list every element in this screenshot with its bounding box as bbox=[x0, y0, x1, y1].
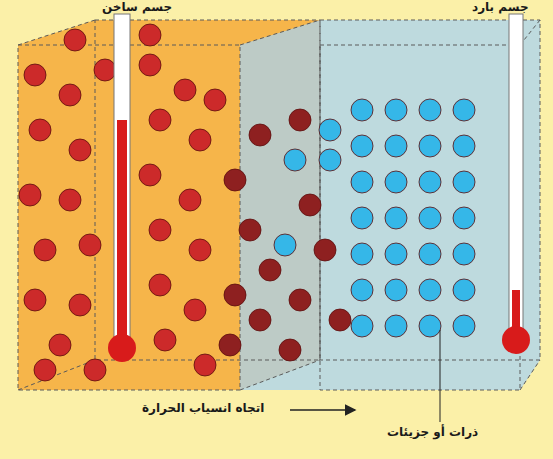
cold-particle bbox=[385, 171, 407, 193]
hot-particle bbox=[59, 84, 81, 106]
cold-particle bbox=[284, 149, 306, 171]
hot-particle bbox=[139, 24, 161, 46]
hot-particle bbox=[34, 359, 56, 381]
hot-particle bbox=[79, 234, 101, 256]
hot-particle bbox=[69, 139, 91, 161]
warm-particle bbox=[299, 194, 321, 216]
hot-particle bbox=[64, 29, 86, 51]
cold-thermometer bbox=[502, 14, 530, 354]
cold-particle bbox=[351, 99, 373, 121]
heat-flow-label: اتجاه انسياب الحرارة bbox=[140, 401, 266, 415]
hot-particle bbox=[139, 164, 161, 186]
hot-thermometer bbox=[108, 14, 136, 362]
warm-particle bbox=[224, 169, 246, 191]
hot-particle bbox=[139, 54, 161, 76]
hot-particle bbox=[189, 129, 211, 151]
hot-particle bbox=[149, 219, 171, 241]
hot-particle bbox=[149, 109, 171, 131]
cold-particle bbox=[385, 315, 407, 337]
cold-particle bbox=[319, 119, 341, 141]
cold-particle bbox=[419, 279, 441, 301]
cold-particle bbox=[453, 243, 475, 265]
warm-particle bbox=[289, 109, 311, 131]
cold-particle bbox=[419, 207, 441, 229]
cold-particle bbox=[385, 135, 407, 157]
cold-particle bbox=[385, 243, 407, 265]
cold-body bbox=[240, 20, 540, 390]
warm-particle bbox=[249, 124, 271, 146]
warm-particle bbox=[219, 334, 241, 356]
box-edges bbox=[18, 20, 540, 390]
leader-line bbox=[440, 330, 441, 422]
cold-particle bbox=[385, 207, 407, 229]
warm-particle bbox=[259, 259, 281, 281]
warm-particle bbox=[329, 309, 351, 331]
cold-particle bbox=[453, 135, 475, 157]
cold-particle bbox=[419, 243, 441, 265]
hot-particle bbox=[174, 79, 196, 101]
warm-particle bbox=[249, 309, 271, 331]
cold-particle bbox=[351, 243, 373, 265]
cold-particle bbox=[319, 149, 341, 171]
hot-particle bbox=[204, 89, 226, 111]
particles-label: ذرات أو جزيئات bbox=[385, 425, 480, 439]
cold-particle bbox=[453, 99, 475, 121]
hot-particle bbox=[19, 184, 41, 206]
hot-particle bbox=[94, 59, 116, 81]
warm-particle bbox=[289, 289, 311, 311]
cold-particle bbox=[351, 171, 373, 193]
cold-particle bbox=[419, 315, 441, 337]
hot-particle bbox=[189, 239, 211, 261]
cold-particle bbox=[385, 99, 407, 121]
hot-particle bbox=[69, 294, 91, 316]
cold-particle bbox=[453, 279, 475, 301]
cold-particle bbox=[351, 135, 373, 157]
cold-particle bbox=[274, 234, 296, 256]
cold-particle bbox=[453, 171, 475, 193]
cold-body-label: جسم بارد bbox=[470, 0, 531, 14]
hot-particle bbox=[34, 239, 56, 261]
hot-particle bbox=[49, 334, 71, 356]
hot-particle bbox=[149, 274, 171, 296]
hot-particle bbox=[194, 354, 216, 376]
cold-particle bbox=[351, 279, 373, 301]
hot-particle bbox=[84, 359, 106, 381]
cold-particle bbox=[419, 135, 441, 157]
cold-particle bbox=[419, 171, 441, 193]
hot-particle bbox=[184, 299, 206, 321]
hot-particle bbox=[24, 289, 46, 311]
hot-particle bbox=[59, 189, 81, 211]
cold-particle bbox=[351, 207, 373, 229]
warm-particle bbox=[224, 284, 246, 306]
cold-particle bbox=[453, 207, 475, 229]
hot-particle bbox=[179, 189, 201, 211]
hot-particle bbox=[29, 119, 51, 141]
warm-particle bbox=[314, 239, 336, 261]
heat-flow-arrow bbox=[290, 409, 355, 411]
hot-body-label: جسم ساخن bbox=[100, 0, 174, 14]
hot-particle bbox=[154, 329, 176, 351]
cold-particle bbox=[453, 315, 475, 337]
warm-particle bbox=[279, 339, 301, 361]
cold-particle bbox=[419, 99, 441, 121]
hot-particle bbox=[24, 64, 46, 86]
cold-particle bbox=[385, 279, 407, 301]
cold-particle bbox=[351, 315, 373, 337]
warm-particle bbox=[239, 219, 261, 241]
